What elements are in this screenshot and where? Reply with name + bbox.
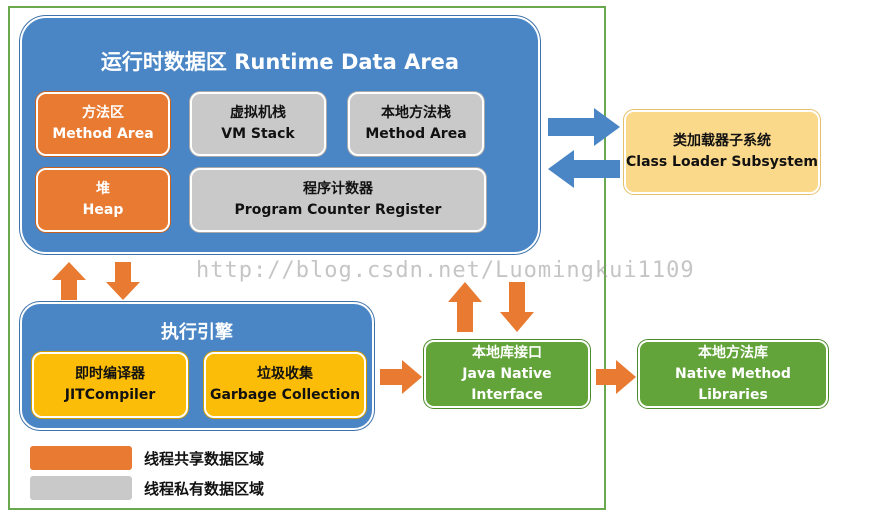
runtime-data-area-title: 运行时数据区 Runtime Data Area	[100, 50, 460, 74]
class-loader-en: Class Loader Subsystem	[626, 154, 818, 170]
vm-stack-box: 虚拟机栈 VM Stack	[190, 92, 326, 156]
heap-box: 堆 Heap	[36, 168, 170, 232]
jit-compiler-zh: 即时编译器	[75, 366, 145, 382]
heap-en: Heap	[82, 202, 124, 218]
jit-compiler-en: JITCompiler	[64, 387, 156, 403]
method-area-zh: 方法区	[82, 105, 124, 121]
legend-shared-label: 线程共享数据区域	[144, 450, 265, 468]
program-counter-en: Program Counter Register	[234, 202, 442, 218]
arrow-up-to-runtime	[52, 262, 86, 300]
arrow-runtime-down-to-jni	[500, 282, 534, 332]
arrow-down-to-engine	[106, 262, 140, 300]
arrow-engine-to-jni	[380, 360, 422, 394]
native-method-stack-box: 本地方法栈 Method Area	[348, 92, 484, 156]
program-counter-zh: 程序计数器	[303, 181, 373, 197]
jni-en: Java Native Interface	[462, 365, 552, 403]
native-libs-zh: 本地方法库	[698, 344, 768, 361]
native-method-stack-en: Method Area	[365, 126, 467, 142]
arrow-to-class-loader	[548, 108, 620, 146]
legend-private-swatch	[30, 476, 132, 500]
class-loader-zh: 类加载器子系统	[673, 133, 771, 149]
arrow-jni-to-native-libs	[596, 360, 636, 394]
execution-engine-title: 执行引擎	[161, 322, 233, 343]
jni-zh: 本地库接口	[472, 344, 542, 361]
diagram-frame	[8, 6, 606, 510]
garbage-collection-zh: 垃圾收集	[257, 366, 313, 382]
jni-box: 本地库接口 Java Native Interface	[424, 340, 590, 408]
watermark-text: http://blog.csdn.net/Luomingkui1109	[196, 258, 695, 283]
native-method-libraries-box: 本地方法库 Native Method Libraries	[638, 340, 828, 408]
jit-compiler-box: 即时编译器 JITCompiler	[32, 352, 188, 418]
program-counter-box: 程序计数器 Program Counter Register	[190, 168, 486, 232]
arrow-from-class-loader	[548, 150, 620, 188]
garbage-collection-en: Garbage Collection	[209, 387, 361, 403]
native-method-stack-zh: 本地方法栈	[381, 105, 451, 121]
vm-stack-zh: 虚拟机栈	[230, 105, 286, 121]
vm-stack-en: VM Stack	[221, 126, 295, 142]
class-loader-box: 类加载器子系统 Class Loader Subsystem	[624, 110, 820, 194]
legend-shared-swatch	[30, 446, 132, 470]
garbage-collection-box: 垃圾收集 Garbage Collection	[204, 352, 366, 418]
method-area-box: 方法区 Method Area	[36, 92, 170, 156]
arrow-jni-up-to-runtime	[448, 282, 482, 332]
heap-zh: 堆	[96, 181, 110, 197]
method-area-en: Method Area	[52, 126, 154, 142]
native-libs-en: Native Method Libraries	[675, 365, 791, 403]
legend-private-label: 线程私有数据区域	[144, 480, 265, 498]
